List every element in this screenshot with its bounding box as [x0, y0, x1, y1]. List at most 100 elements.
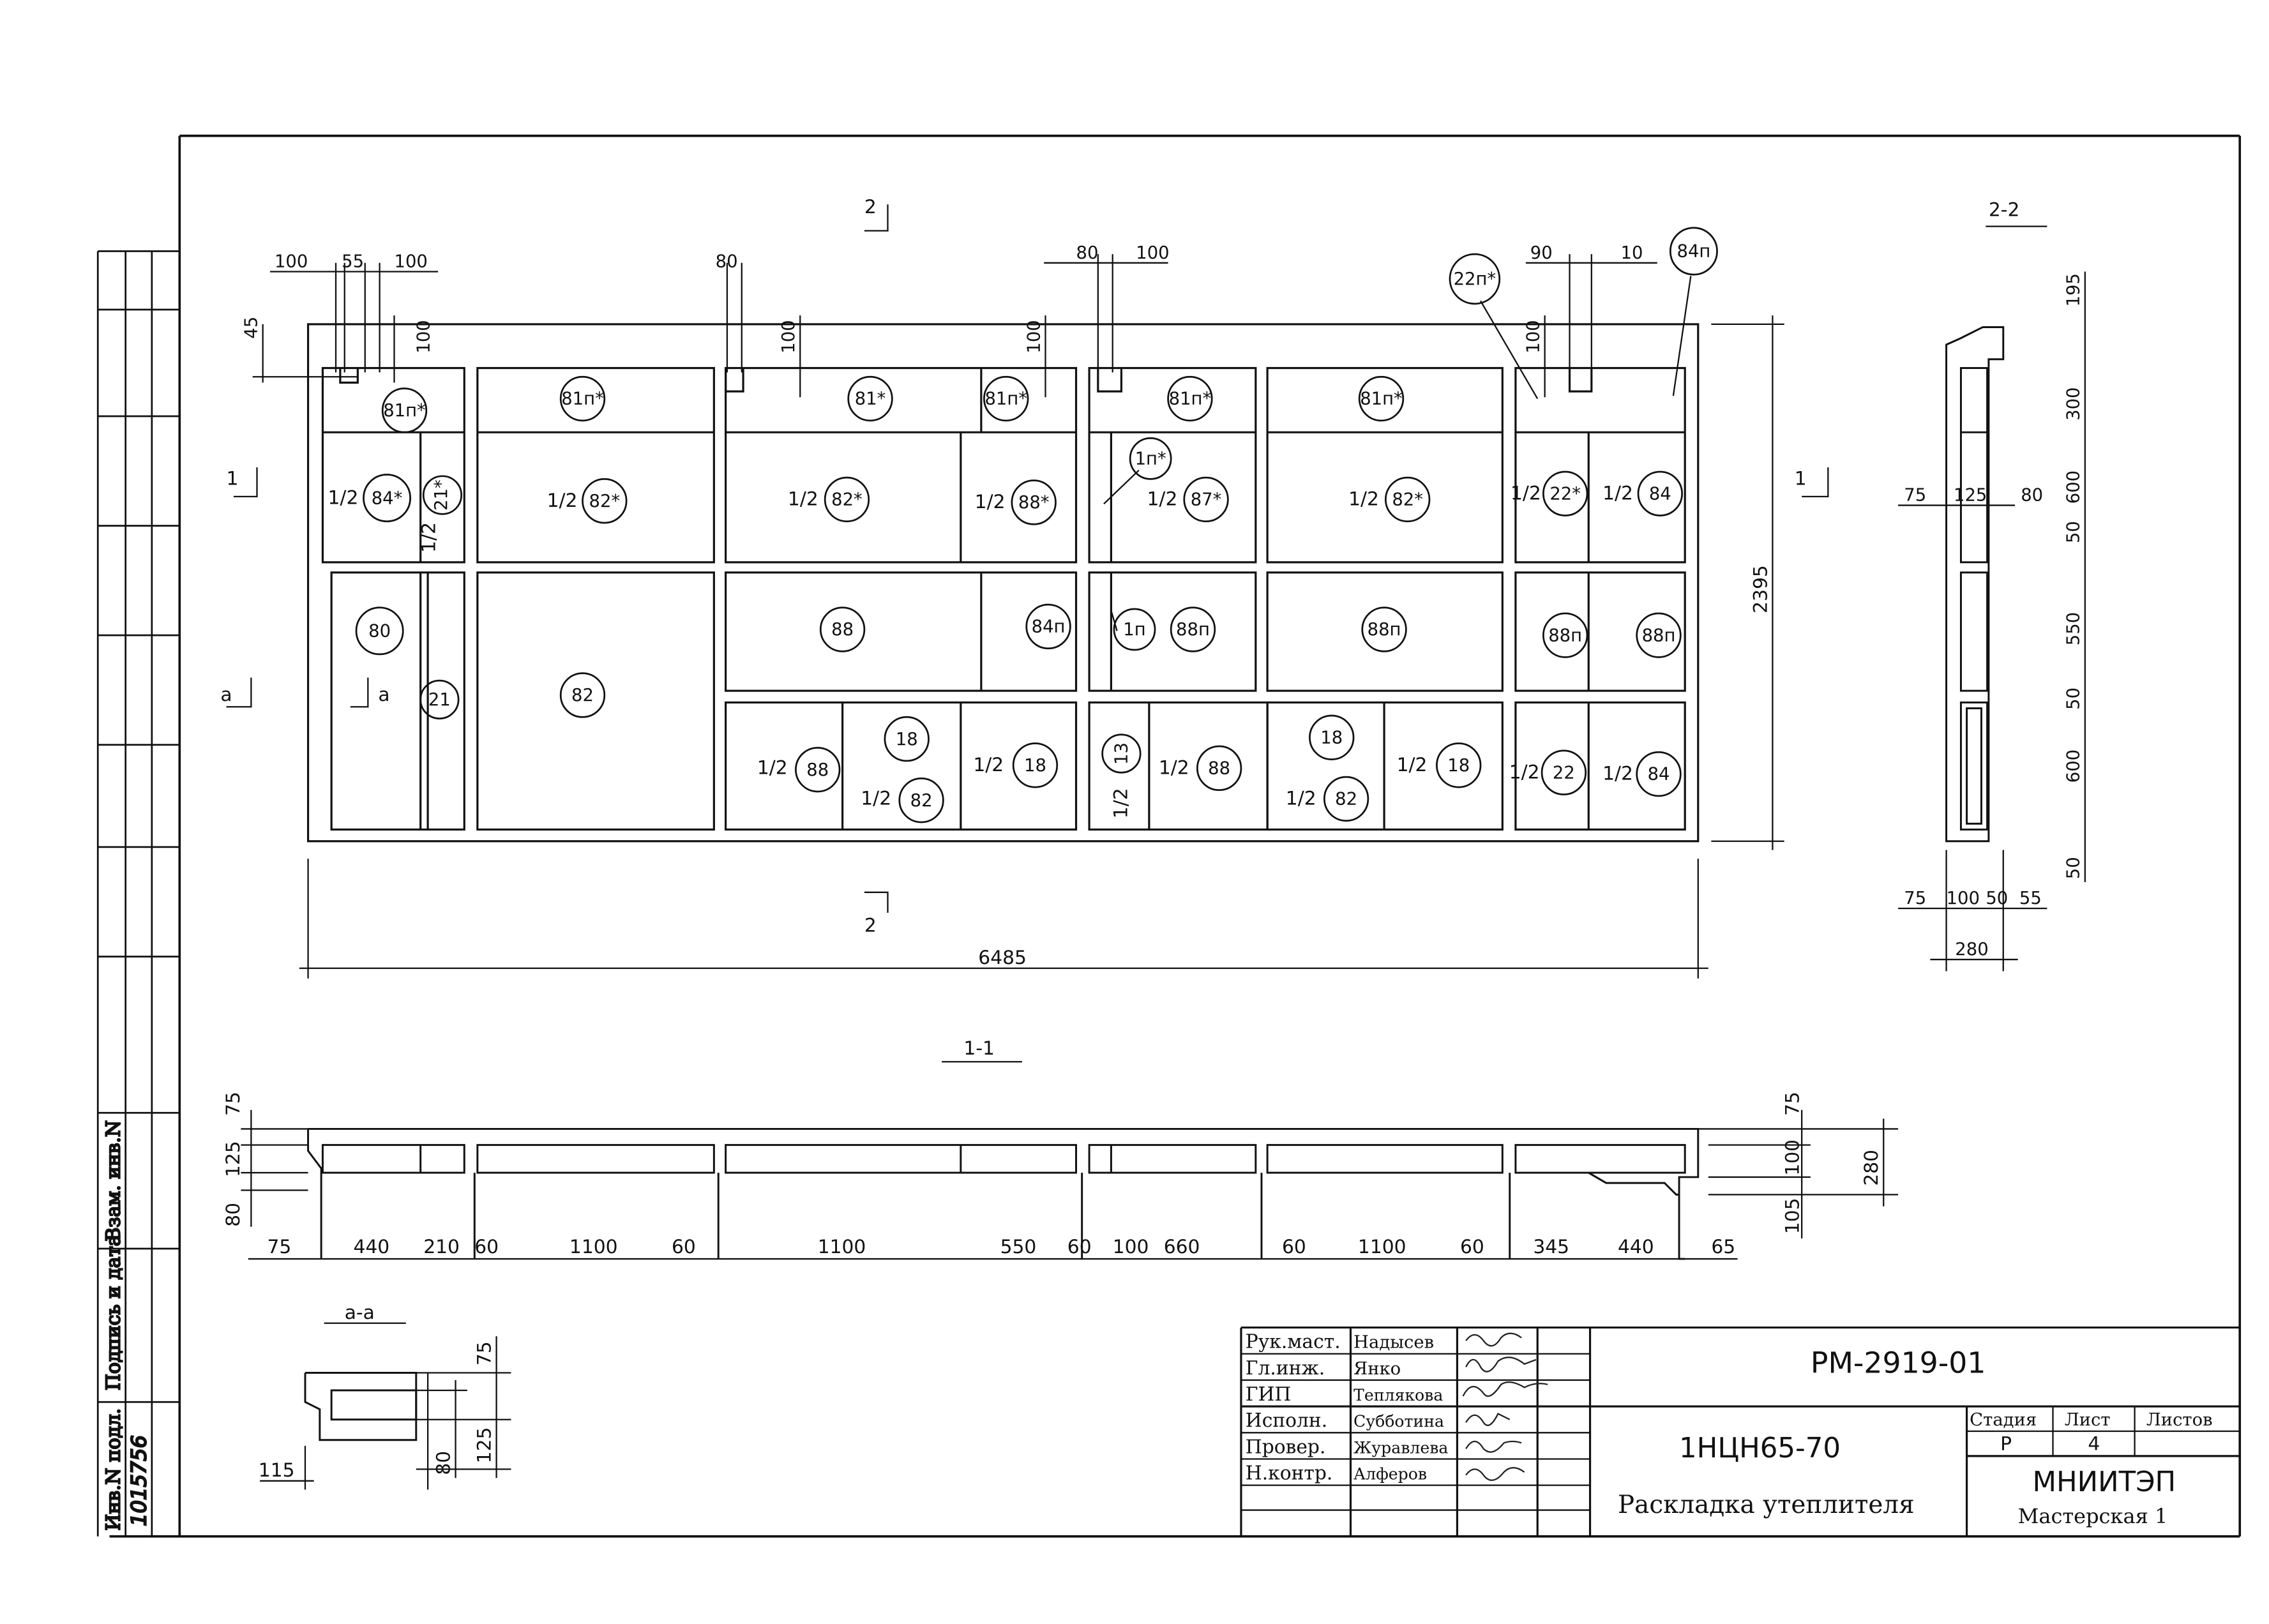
- side-stamp-podpis: Подпись и дата: [103, 1235, 125, 1390]
- dim-text: 75: [1904, 889, 1926, 908]
- dim-text: 105: [1782, 1198, 1804, 1234]
- dim-text: 60: [1067, 1236, 1092, 1258]
- half-label: 1/2: [975, 491, 1006, 513]
- dim-text: 45: [242, 317, 262, 339]
- section-a-a-dims: а-а 115 75 80 125: [259, 1302, 496, 1482]
- stage-header: Стадия: [1970, 1410, 2037, 1430]
- half-label: 1/2: [418, 522, 441, 553]
- mark-label: 84*: [372, 488, 403, 508]
- dim-text: 100: [394, 252, 427, 272]
- half-label: 1/2: [1602, 482, 1633, 504]
- mark-label: 88п: [1548, 626, 1582, 645]
- section-title: 2-2: [1989, 199, 2020, 222]
- mark-label: 84п: [1032, 617, 1066, 637]
- mark-label: 21: [428, 690, 451, 710]
- half-labels: 1/2 1/2 1/2 1/2 1/2 1/2 1/2 1/2 1/2 1/2 …: [328, 482, 1633, 818]
- mark-label: 22п*: [1454, 269, 1496, 289]
- role-label: Провер.: [1246, 1436, 1326, 1458]
- dim-text: 100: [1782, 1139, 1804, 1176]
- dim-text: 60: [672, 1236, 696, 1258]
- dim-text: 1100: [569, 1236, 618, 1258]
- dim-text: 550: [1000, 1236, 1037, 1258]
- mark-label: 88: [831, 620, 854, 640]
- mark-label: 82: [910, 791, 933, 811]
- mark-label: 88: [806, 760, 829, 780]
- role-name: Теплякова: [1353, 1386, 1443, 1404]
- dim-text: 300: [2064, 387, 2084, 420]
- section-title: 1-1: [963, 1037, 995, 1060]
- section-mark: а: [378, 684, 389, 706]
- plan-marks: [355, 227, 1718, 823]
- role-label: Гл.инж.: [1246, 1357, 1325, 1380]
- role-name: Алферов: [1353, 1465, 1427, 1484]
- dim-text: 345: [1533, 1236, 1569, 1258]
- half-label: 1/2: [861, 788, 891, 810]
- overall-height-dim: 2395: [1749, 565, 1772, 613]
- role-name: Надысев: [1353, 1333, 1434, 1353]
- dim-text: 75: [268, 1236, 292, 1258]
- dim-text: 55: [2019, 889, 2042, 908]
- mark-label: 1п: [1123, 620, 1145, 640]
- dim-text: 60: [1460, 1236, 1484, 1258]
- mark-label: 81п*: [383, 401, 426, 421]
- sheets-header: Листов: [2146, 1410, 2213, 1430]
- role-label: Н.контр.: [1246, 1462, 1333, 1485]
- dim-text: 80: [716, 252, 738, 272]
- mark-label: 82: [1335, 790, 1357, 809]
- dim-text: 440: [353, 1236, 389, 1258]
- section-mark: 2: [864, 915, 877, 937]
- half-label: 1/2: [1397, 754, 1428, 776]
- dim-text: 125: [222, 1141, 245, 1177]
- section-1-1: [241, 1061, 1899, 1260]
- dim-text: 100: [1024, 320, 1044, 353]
- sheet-title: Раскладка утеплителя: [1618, 1491, 1915, 1519]
- mark-label: 18: [896, 730, 918, 749]
- mark-label: 88п: [1176, 620, 1210, 640]
- mark-label: 81п*: [1169, 389, 1212, 409]
- dim-text: 75: [1904, 486, 1926, 506]
- organization: МНИИТЭП: [2033, 1466, 2176, 1498]
- mark-label: 18: [1447, 756, 1470, 776]
- section-mark: 2: [864, 196, 877, 218]
- mark-label: 81п*: [1360, 389, 1403, 409]
- dim-text: 100: [1524, 320, 1544, 353]
- half-label: 1/2: [1602, 763, 1633, 785]
- signatures: [1462, 1332, 1548, 1481]
- dim-text: 80: [2021, 486, 2043, 506]
- mark-label: 13: [1112, 742, 1132, 765]
- mark-label: 22: [1553, 763, 1575, 783]
- section-mark: 1: [1795, 468, 1807, 490]
- mark-label: 80: [368, 621, 391, 641]
- dim-text: 50: [1986, 889, 2008, 908]
- doc-code: РМ-2919-01: [1811, 1346, 1986, 1380]
- side-stamp-inv-podl: Инв.N подл.: [103, 1408, 125, 1531]
- dim-text: 1100: [818, 1236, 866, 1258]
- title-block-roles: Рук.маст. Надысев Гл.инж. Янко ГИП Тепля…: [1246, 1331, 1449, 1485]
- overall-width-dim: 6485: [978, 947, 1027, 969]
- section-2-2-dims: 2-2 195 300 600 50 550 50 600 50 75 125 …: [1904, 199, 2083, 960]
- sheet-frame: [109, 134, 2242, 1538]
- dim-text: 80: [432, 1451, 455, 1475]
- dim-text: 660: [1164, 1236, 1200, 1258]
- half-label: 1/2: [1509, 761, 1540, 783]
- side-stamp-number: 1015756: [127, 1435, 151, 1526]
- product-code: 1НЦН65-70: [1679, 1432, 1841, 1464]
- dim-text: 80: [222, 1203, 245, 1227]
- dim-text: 280: [1860, 1150, 1883, 1186]
- dim-text: 125: [473, 1427, 495, 1464]
- half-label: 1/2: [788, 488, 818, 511]
- half-label: 1/2: [1511, 482, 1541, 504]
- mark-label: 81*: [855, 389, 886, 409]
- dim-text: 60: [474, 1236, 499, 1258]
- half-label: 1/2: [1348, 488, 1379, 511]
- mark-label: 1п*: [1135, 449, 1166, 469]
- dim-text: 55: [342, 252, 364, 272]
- dim-text: 90: [1530, 243, 1553, 263]
- role-name: Субботина: [1353, 1412, 1444, 1431]
- role-label: ГИП: [1246, 1383, 1292, 1406]
- mark-label: 18: [1320, 728, 1343, 748]
- half-label: 1/2: [328, 486, 359, 509]
- dim-text: 440: [1618, 1236, 1654, 1258]
- dim-text: 50: [2064, 857, 2084, 879]
